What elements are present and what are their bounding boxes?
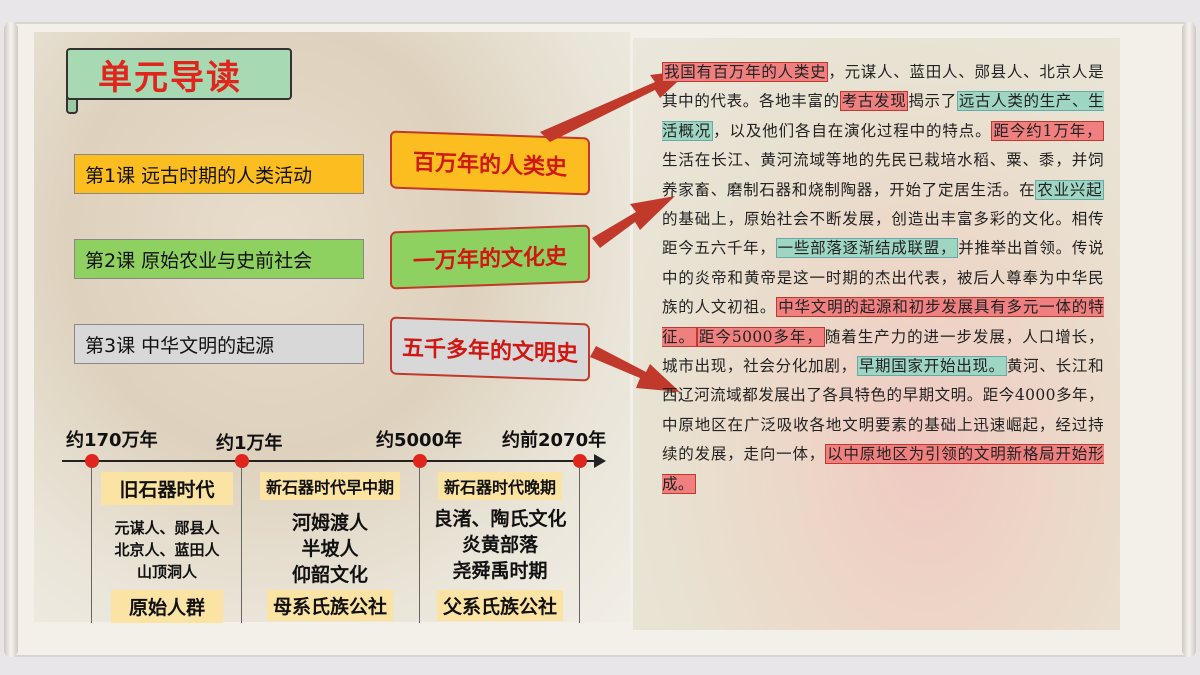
- timeline-column-2: 新石器时代早中期 河姆渡人 半坡人 仰韶文化 母系氏族公社: [244, 470, 416, 621]
- text-run: 随着生产力的进一步发展，人口增长，城市出现，社会分化加剧，: [662, 327, 1104, 376]
- column-line: 尧舜禹时期: [452, 560, 548, 582]
- period-label: 新石器时代晚期: [437, 472, 562, 500]
- timeline-point-3: 约5000年: [376, 430, 463, 451]
- timeline-dot: [573, 454, 587, 468]
- timeline-column-3: 新石器时代晚期 良渚、陶氏文化 炎黄部落 尧舜禹时期 父系氏族公社: [422, 470, 578, 621]
- timeline-divider: [91, 467, 92, 623]
- page-title: 单元导读: [98, 57, 242, 98]
- highlight-green: 早期国家开始出现。: [856, 356, 1007, 377]
- text-run: 的基础上，原始社会不断发展，创造出丰富多彩的文化。相传距今五六千年，: [662, 210, 1104, 258]
- column-line: 仰韶文化: [291, 564, 368, 586]
- timeline-point-4: 约前2070年: [502, 430, 607, 451]
- lesson-1-label: 第1课 远古时期的人类活动: [85, 164, 313, 187]
- highlight-red: 距今约1万年，: [991, 120, 1104, 141]
- text-run: 生活在长江、黄河流域等地的先民已栽培水稻、粟、黍，并饲养家畜、磨制石器和烧制陶器…: [662, 151, 1104, 199]
- era-3-label: 五千多年的文明史: [401, 335, 578, 368]
- text-run: 揭示了: [908, 92, 957, 111]
- timeline-arrowhead-icon: [594, 454, 606, 468]
- unit-intro-text: 我国有百万年的人类史，元谋人、蓝田人、郧县人、北京人是其中的代表。各地丰富的考古…: [662, 58, 1105, 499]
- text-run: 并推举出首领。传说中的炎帝和黄帝是这一时期的杰出代表，被后人尊奉为中华民族的人文…: [662, 239, 1104, 317]
- lesson-2-label: 第2课 原始农业与史前社会: [85, 249, 313, 272]
- highlight-red: 考古发现: [839, 91, 909, 112]
- social-stage-label: 父系氏族公社: [436, 590, 563, 621]
- column-line: 北京人、蓝田人: [114, 541, 220, 559]
- title-banner: 单元导读: [66, 48, 292, 100]
- column-line: 半坡人: [301, 538, 359, 560]
- lesson-2[interactable]: 第2课 原始农业与史前社会: [74, 239, 364, 279]
- timeline-dot: [413, 454, 427, 468]
- lesson-3-label: 第3课 中华文明的起源: [85, 334, 275, 357]
- timeline-axis: [62, 460, 598, 462]
- era-2-label: 一万年的文化史: [412, 244, 567, 275]
- lesson-3[interactable]: 第3课 中华文明的起源: [74, 324, 364, 364]
- timeline-column-1: 旧石器时代 元谋人、郧县人 北京人、蓝田人 山顶洞人 原始人群: [94, 470, 240, 623]
- timeline-dot: [85, 454, 99, 468]
- highlight-red: 距今5000多年，: [696, 326, 825, 347]
- era-box-3[interactable]: 五千多年的文明史: [390, 316, 590, 382]
- era-box-1[interactable]: 百万年的人类史: [390, 130, 590, 196]
- era-1-label: 百万年的人类史: [412, 150, 567, 181]
- social-stage-label: 母系氏族公社: [266, 590, 393, 621]
- era-box-2[interactable]: 一万年的文化史: [390, 224, 590, 290]
- timeline-divider: [241, 467, 242, 623]
- text-run: ，以及他们各自在演化过程中的特点。: [713, 121, 992, 140]
- column-line: 山顶洞人: [136, 563, 197, 581]
- highlight-red: 我国有百万年的人类史: [662, 62, 829, 82]
- text-run: ，元谋人、蓝田人、郧县人、北京人是其中的代表。各地丰富的: [662, 63, 1104, 111]
- highlight-green: 一些部落逐渐结成联盟，: [775, 238, 959, 259]
- column-line: 炎黄部落: [461, 534, 538, 556]
- period-label: 旧石器时代: [101, 472, 233, 505]
- social-stage-label: 原始人群: [110, 590, 223, 623]
- text-run: 黄河、长江和西辽河流域都发展出了各具特色的早期文明。距今4000多年，中原地区在…: [662, 357, 1104, 464]
- timeline-divider: [579, 467, 580, 623]
- lesson-1[interactable]: 第1课 远古时期的人类活动: [74, 154, 364, 194]
- highlight-green: 农业兴起: [1035, 179, 1104, 200]
- column-line: 元谋人、郧县人: [114, 519, 220, 537]
- timeline-dot: [235, 454, 249, 468]
- period-label: 新石器时代早中期: [259, 472, 400, 500]
- timeline-point-2: 约1万年: [216, 433, 283, 454]
- column-line: 河姆渡人: [291, 512, 368, 534]
- timeline-divider: [419, 467, 420, 623]
- column-line: 良渚、陶氏文化: [433, 508, 567, 530]
- timeline-point-1: 约170万年: [66, 430, 158, 451]
